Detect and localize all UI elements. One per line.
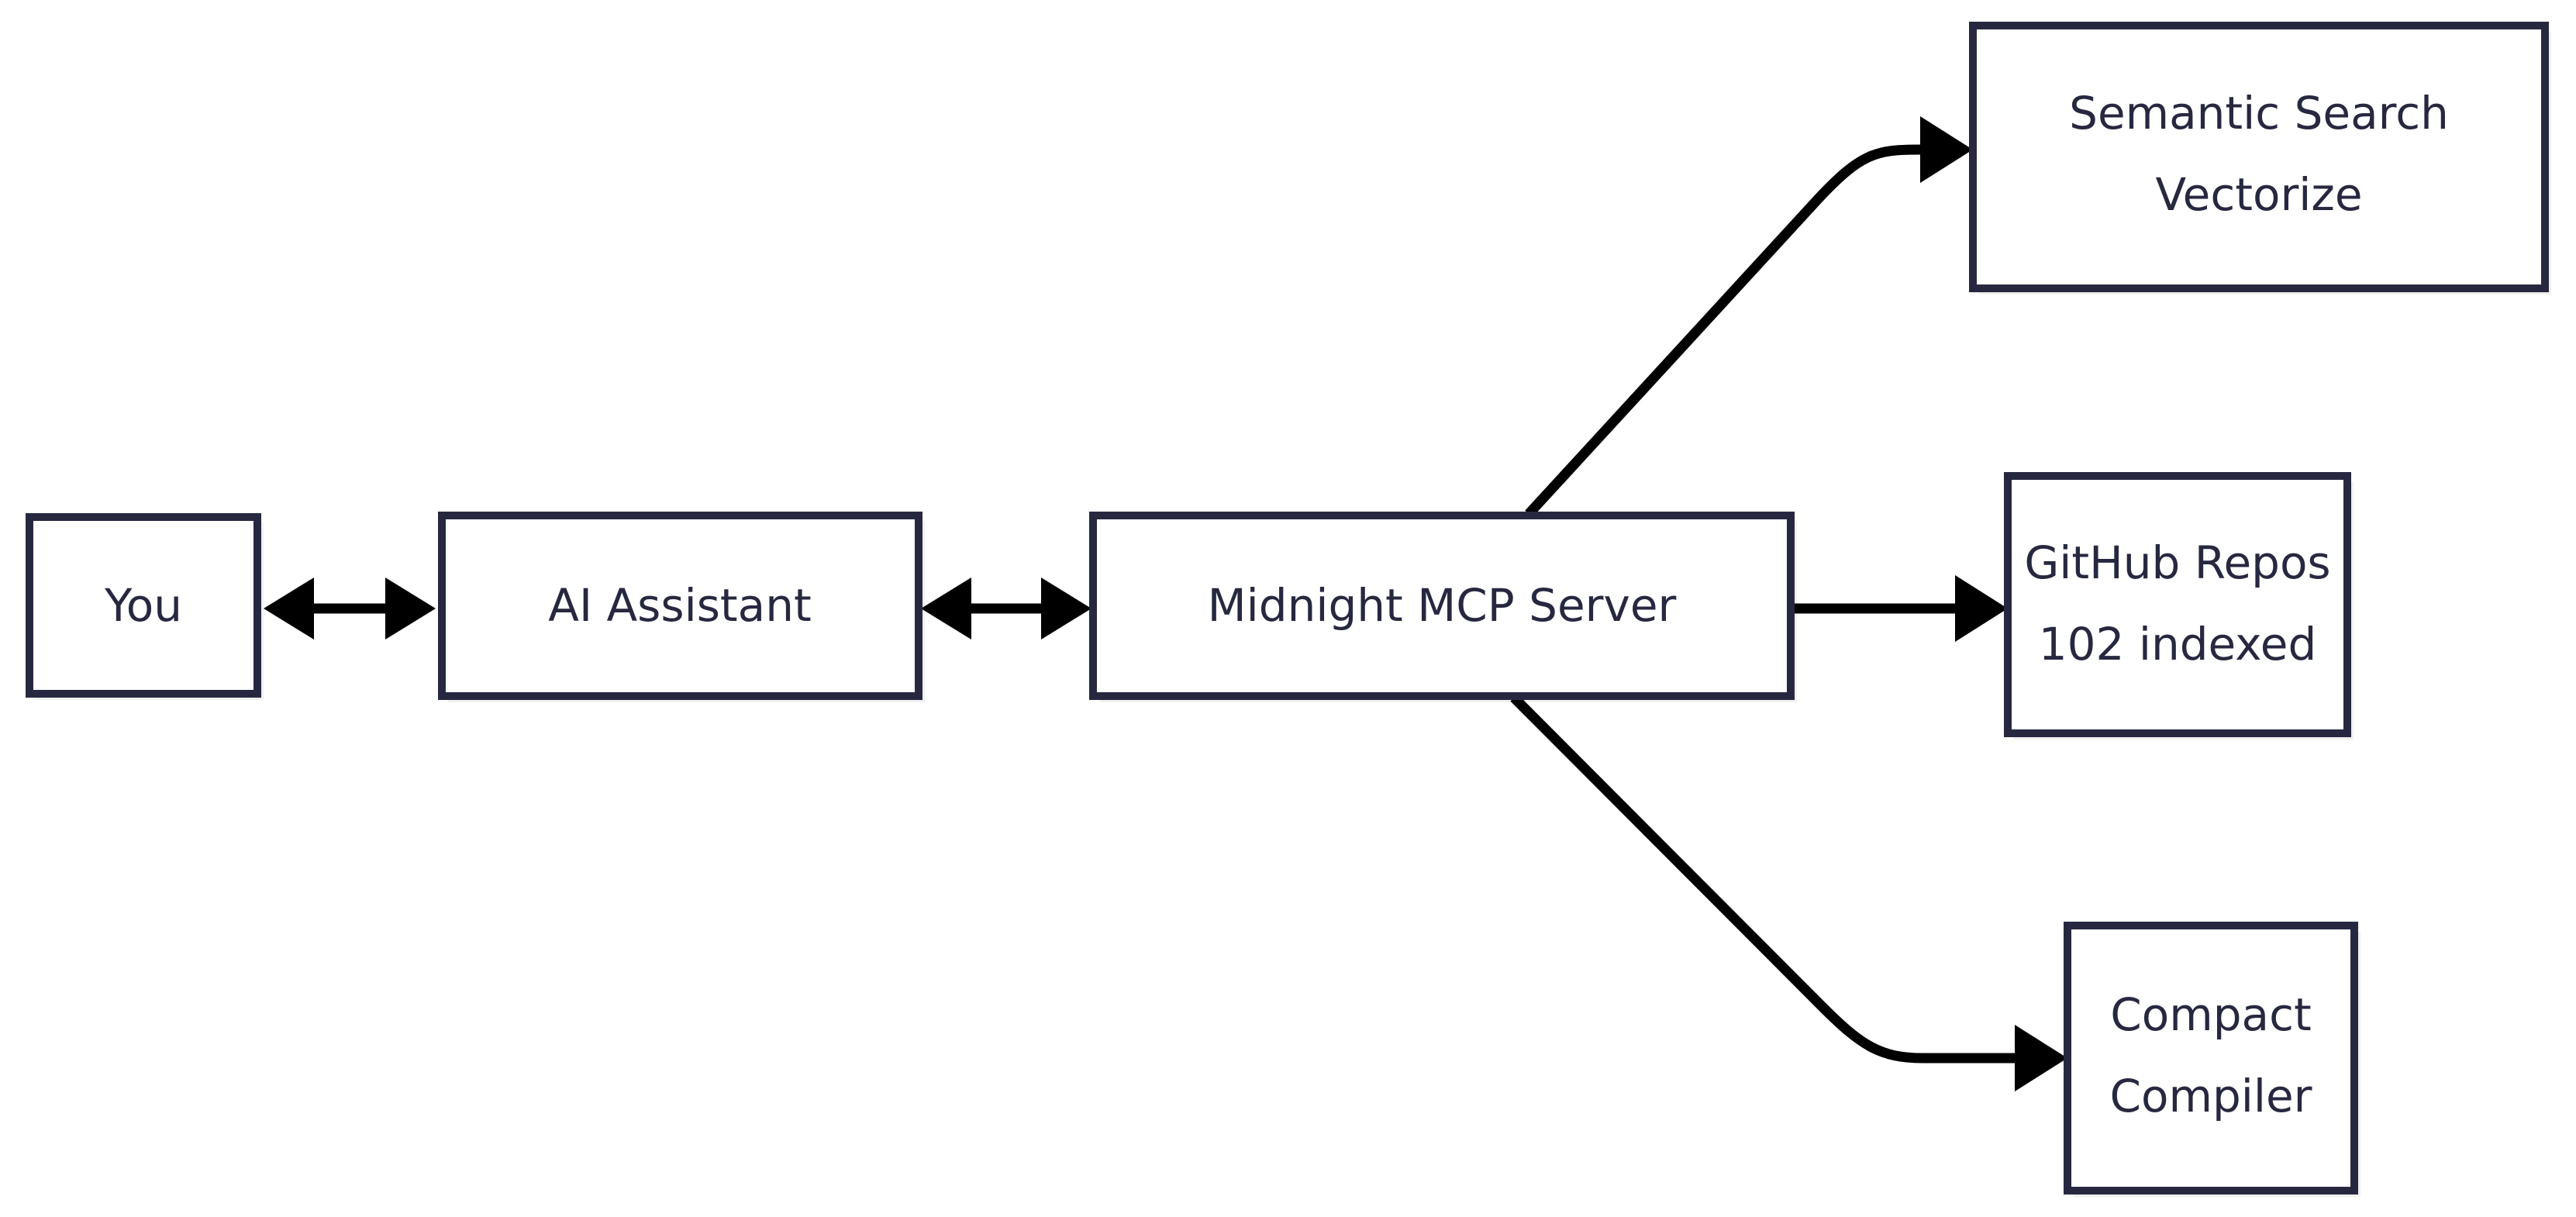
node-compact-compiler[interactable]: Compact Compiler <box>2064 922 2358 1195</box>
edge-midnight-mcp-server-github-repos <box>1792 575 2008 642</box>
node-compact-compiler-label-line2: Compiler <box>2109 1070 2312 1122</box>
node-ai-assistant-box[interactable] <box>438 512 922 700</box>
edge-midnight-mcp-server-semantic-search-arrowhead <box>1920 116 1973 183</box>
edge-you-ai-assistant-arrowhead-right <box>385 577 436 640</box>
node-github-repos-box[interactable] <box>2004 472 2351 737</box>
edge-midnight-mcp-server-semantic-search <box>1525 116 1973 518</box>
edge-midnight-mcp-server-github-repos-arrowhead <box>1955 575 2008 642</box>
node-compact-compiler-box[interactable] <box>2064 922 2358 1195</box>
node-layer: You AI Assistant Midnight MCP Server Sem… <box>26 22 2549 1195</box>
node-ai-assistant[interactable]: AI Assistant <box>438 512 922 700</box>
node-midnight-mcp-server-label-line1: Midnight MCP Server <box>1208 579 1677 632</box>
edge-midnight-mcp-server-compact-compiler-line <box>1510 694 2022 1064</box>
node-semantic-search-label-line1: Semantic Search <box>2069 87 2449 140</box>
edge-midnight-mcp-server-compact-compiler <box>1510 694 2067 1091</box>
edge-you-ai-assistant <box>264 577 436 640</box>
node-you[interactable]: You <box>26 513 261 698</box>
node-semantic-search-label-line2: Vectorize <box>2155 168 2362 221</box>
node-you-box[interactable] <box>26 513 261 698</box>
node-github-repos[interactable]: GitHub Repos 102 indexed <box>2004 472 2351 737</box>
edge-midnight-mcp-server-compact-compiler-arrowhead <box>2015 1025 2067 1091</box>
node-compact-compiler-label-line1: Compact <box>2110 988 2311 1041</box>
edge-ai-assistant-midnight-mcp-server <box>921 577 1091 640</box>
edge-you-ai-assistant-arrowhead-left <box>264 577 314 640</box>
node-midnight-mcp-server[interactable]: Midnight MCP Server <box>1089 512 1795 700</box>
node-semantic-search[interactable]: Semantic Search Vectorize <box>1969 22 2549 292</box>
node-github-repos-label-line2: 102 indexed <box>2039 618 2317 671</box>
edge-midnight-mcp-server-semantic-search-line <box>1525 144 1932 518</box>
edge-ai-assistant-midnight-mcp-server-arrowhead-right <box>1041 577 1091 640</box>
edge-ai-assistant-midnight-mcp-server-arrowhead-left <box>921 577 971 640</box>
node-midnight-mcp-server-box[interactable] <box>1089 512 1795 700</box>
node-semantic-search-box[interactable] <box>1969 22 2549 292</box>
node-github-repos-label-line1: GitHub Repos <box>2024 536 2330 589</box>
edge-layer <box>264 116 2067 1091</box>
node-you-label-line1: You <box>104 579 182 632</box>
node-ai-assistant-label-line1: AI Assistant <box>548 579 811 632</box>
